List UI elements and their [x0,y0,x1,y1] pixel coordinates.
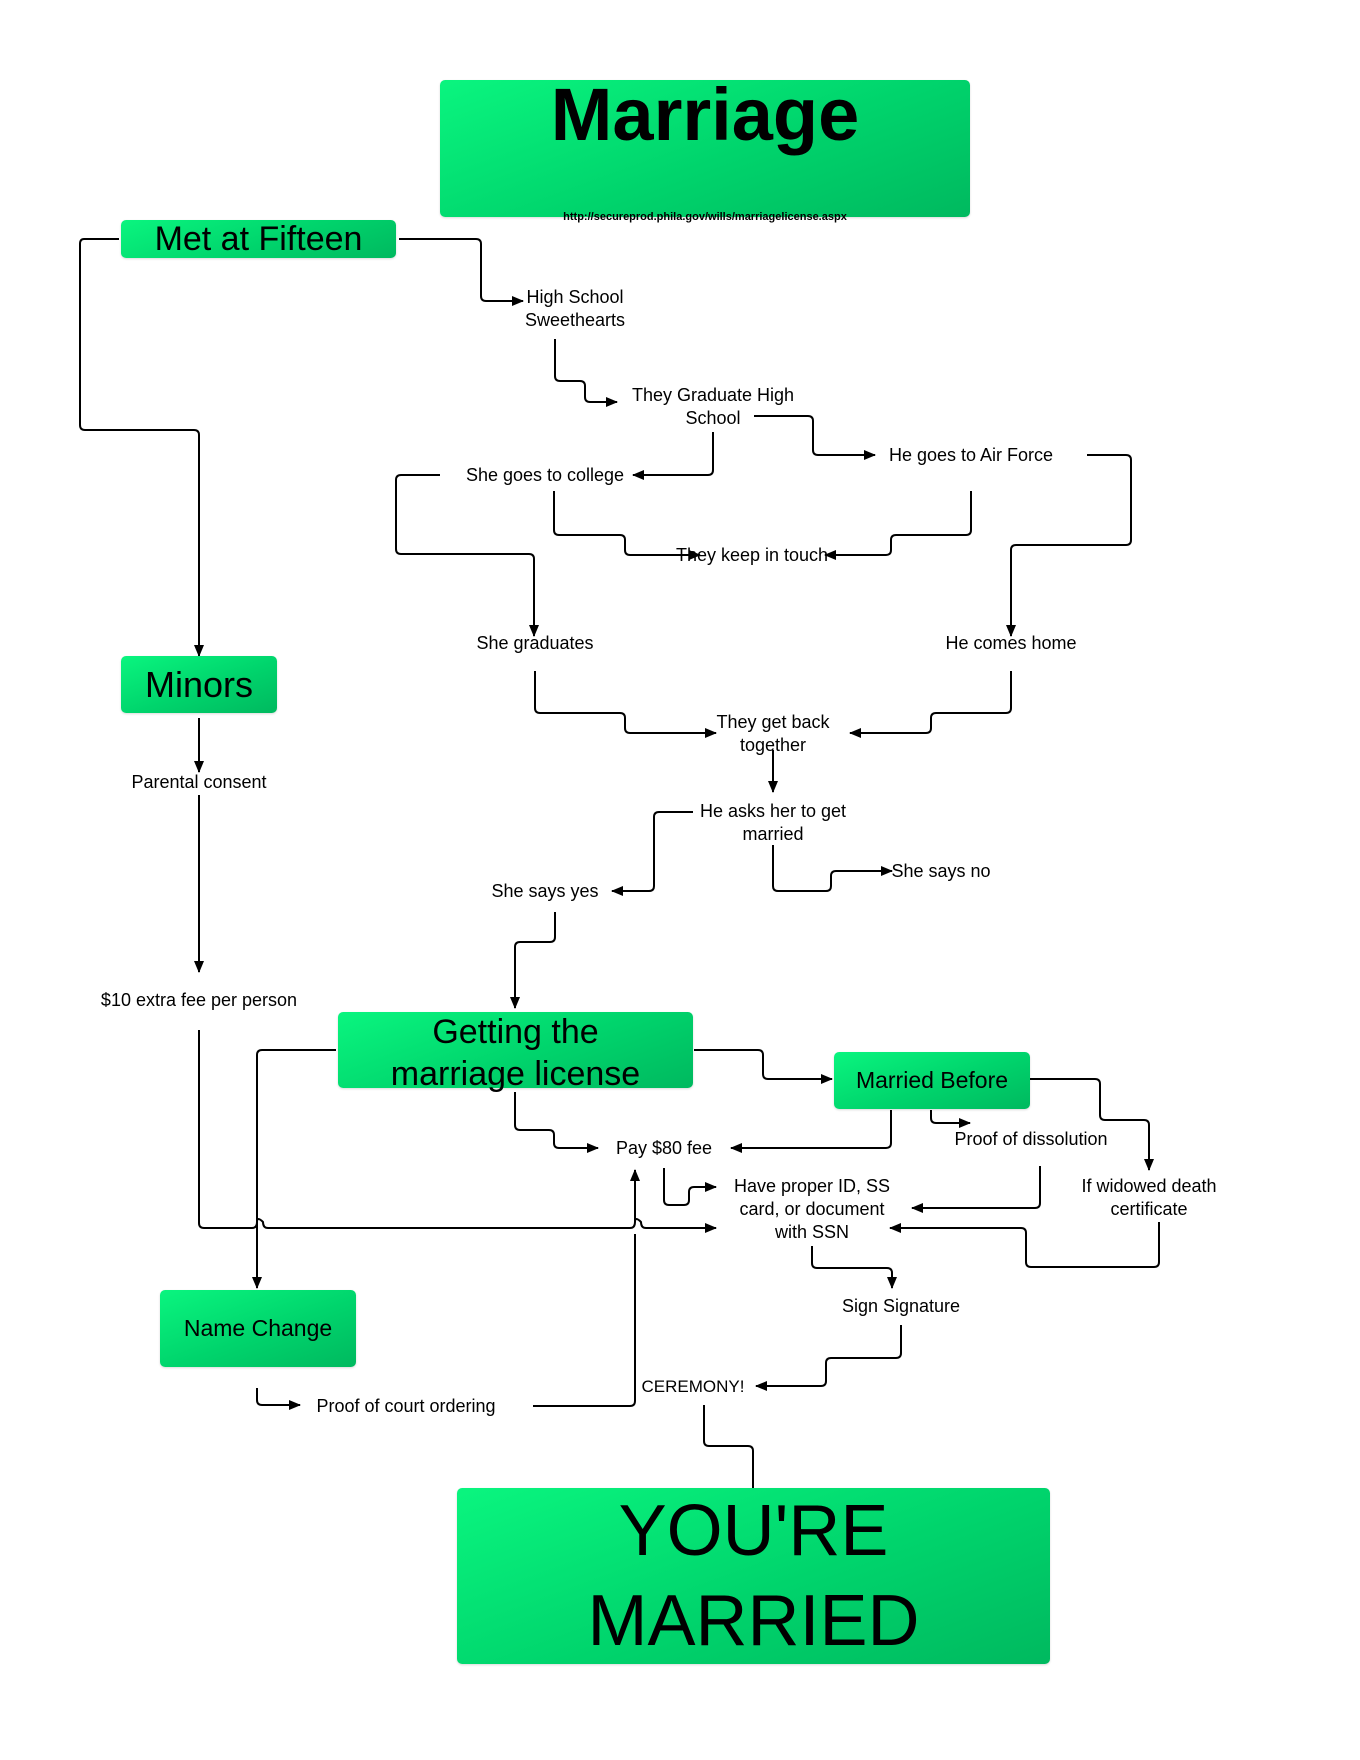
connector-met-minors [79,238,204,657]
node-label: Met at Fifteen [154,219,363,258]
node-label: Name Change [183,1315,333,1341]
connector-ceremony-married [703,1405,758,1523]
connector-license-namechange [252,1049,336,1289]
connector-properid-sign [811,1246,897,1289]
step-says-yes: She says yes [491,881,599,901]
node-minors[interactable]: Minors [121,656,277,713]
node-met-at-fifteen[interactable]: Met at Fifteen [121,220,396,258]
node-label: Getting the marriage license [390,1013,641,1093]
connector-marriedbefore-dissolution [930,1110,971,1128]
connector-home-back [849,671,1012,738]
step-comes-home: He comes home [945,633,1077,653]
step-parental-consent: Parental consent [131,772,267,792]
connector-payfee-properid [663,1168,717,1206]
source-url[interactable]: http://secureprod.phila.gov/wills/marria… [563,211,847,223]
connector-college-graduates [395,474,539,637]
step-pay-fee: Pay $80 fee [615,1138,713,1158]
step-court-order: Proof of court ordering [316,1396,496,1416]
connector-marriedbefore-widowed [1030,1078,1154,1171]
title-box: Marriage http://secureprod.phila.gov/wil… [440,73,970,223]
step-she-graduates: She graduates [476,633,594,653]
connector-graduates-back [534,671,717,738]
node-getting-license[interactable]: Getting the marriage license [338,1012,693,1093]
connector-license-marriedbefore [694,1049,833,1084]
step-graduate-hs: They Graduate High School [631,385,795,428]
node-label: Minors [144,663,254,705]
connector-fee-proper-id [198,1030,717,1233]
node-youre-married[interactable]: YOU'RE MARRIED [457,1488,1050,1664]
step-extra-fee: $10 extra fee per person [100,990,298,1010]
step-widowed: If widowed death certificate [1081,1176,1217,1219]
node-label: Married Before [855,1067,1009,1093]
connector-marriedbefore-payfee [730,1110,892,1153]
connector-graduate-college [632,432,714,480]
step-ceremony: CEREMONY! [641,1377,745,1396]
connector-college-touch [553,491,701,560]
connector-sweethearts-graduate [554,339,618,407]
step-sweethearts: High School Sweethearts [524,287,626,330]
step-keep-touch: They keep in touch [675,545,829,565]
connector-asks-yes [611,811,693,896]
node-married-before[interactable]: Married Before [834,1052,1030,1109]
node-name-change[interactable]: Name Change [160,1290,356,1367]
step-sign: Sign Signature [841,1296,961,1316]
node-label: YOU'RE MARRIED [587,1491,920,1661]
connector-court-payfee [533,1170,635,1407]
connector-namechange-court [256,1388,301,1410]
step-proper-id: Have proper ID, SS card, or document wit… [733,1176,891,1242]
connector-yes-license [510,912,556,1009]
step-back-together: They get back together [716,712,830,755]
connector-airforce-touch [824,491,972,560]
step-college: She goes to college [465,465,625,485]
connector-license-payfee [514,1092,599,1153]
connector-dissolution-properid [911,1166,1041,1213]
step-proof-dissolution: Proof of dissolution [954,1129,1108,1149]
connector-widowed-properid [889,1222,1160,1268]
connector-graduate-airforce [754,415,876,460]
connector-asks-no [772,845,893,892]
connector-met-sweethearts [399,238,524,306]
connector-sign-ceremony [755,1325,902,1391]
step-asks: He asks her to get married [699,801,847,844]
connector-airforce-home [1006,454,1132,637]
step-says-no: She says no [891,861,991,881]
step-air-force: He goes to Air Force [888,445,1054,465]
page-title: Marriage [550,73,860,156]
